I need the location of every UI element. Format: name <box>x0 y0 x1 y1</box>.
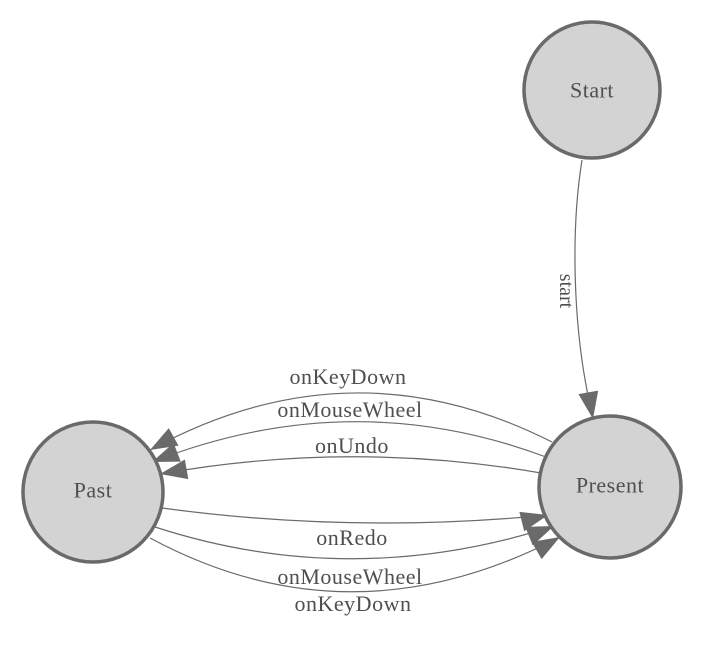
edge-label-group: start onKeyDown onMouseWheel onUndo onRe… <box>277 274 577 616</box>
edge-start-to-present <box>574 159 590 401</box>
node-present-label: Present <box>576 473 644 498</box>
arrowhead-icon <box>160 459 189 480</box>
arrowhead-icon <box>531 537 560 560</box>
node-present-circle <box>537 414 683 560</box>
arrowhead-icon <box>152 442 181 462</box>
arrowhead-icon <box>150 428 179 450</box>
node-start: Start <box>522 20 662 160</box>
node-past-label: Past <box>74 478 113 503</box>
arrowhead-icon <box>525 526 554 546</box>
edge-label-start: start <box>555 274 577 309</box>
edge-label-onundo: onUndo <box>315 433 389 458</box>
edge-present-to-past-onundo <box>159 456 542 475</box>
edge-present-to-past-onmousewheel <box>151 421 547 463</box>
edge-group <box>149 159 599 593</box>
edge-past-to-present-onredo <box>161 507 549 524</box>
edge-label-onredo: onRedo <box>316 525 387 550</box>
node-past-circle <box>21 420 165 564</box>
node-past: Past <box>21 420 165 564</box>
edge-label-onkeydown-bottom: onKeyDown <box>295 591 412 616</box>
edge-label-onkeydown-top: onKeyDown <box>290 364 407 389</box>
node-start-circle <box>522 20 662 160</box>
edge-label-onmousewheel-top: onMouseWheel <box>277 397 422 422</box>
arrowhead-icon <box>578 390 599 419</box>
arrowhead-icon <box>519 511 548 532</box>
node-present: Present <box>537 414 683 560</box>
edge-past-to-present-onmousewheel <box>154 525 555 560</box>
edge-present-to-past-onkeydown <box>149 392 553 451</box>
edge-label-onmousewheel-bottom: onMouseWheel <box>277 564 422 589</box>
edge-past-to-present-onkeydown <box>149 536 561 593</box>
node-start-label: Start <box>570 78 614 103</box>
